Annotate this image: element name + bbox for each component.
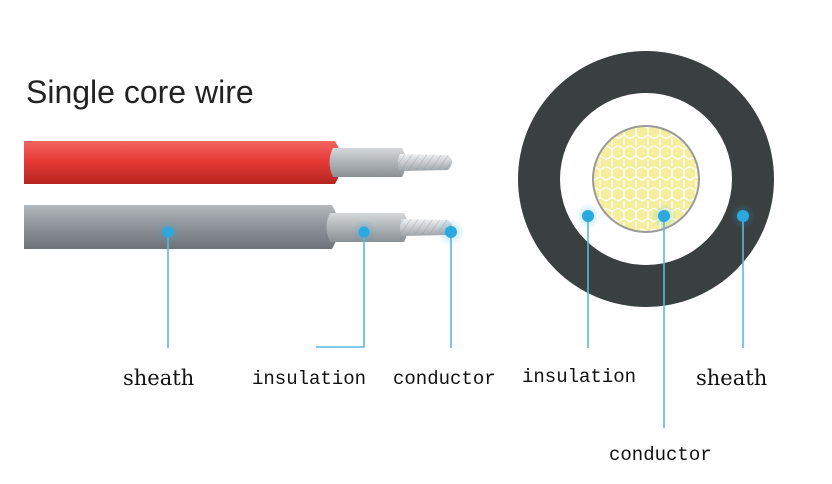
red-wire-sheath [24, 141, 342, 184]
leader-insulation-left [316, 232, 365, 348]
label-sheath-left: sheath [123, 366, 195, 390]
marker-insulation-right [582, 210, 594, 222]
red-wire-insulation [329, 148, 406, 177]
cross-section [518, 51, 774, 307]
leader-lines [167, 216, 744, 428]
red-wire [24, 141, 452, 184]
label-sheath-right: sheath [696, 366, 768, 390]
diagram-title: Single core wire [26, 74, 254, 110]
marker-conductor-right [658, 210, 670, 222]
grey-wire-sheath [24, 205, 339, 249]
label-conductor-left: conductor [393, 368, 496, 390]
marker-insulation-left [358, 226, 370, 238]
label-insulation-left: insulation [252, 368, 367, 390]
conductor-core [594, 127, 698, 231]
marker-sheath-right [737, 210, 749, 222]
marker-sheath-left [162, 226, 174, 238]
label-conductor-right: conductor [609, 444, 712, 466]
marker-conductor-left [445, 226, 457, 238]
grey-wire [24, 205, 452, 249]
label-insulation-right: insulation [522, 366, 637, 388]
markers [156, 203, 756, 246]
